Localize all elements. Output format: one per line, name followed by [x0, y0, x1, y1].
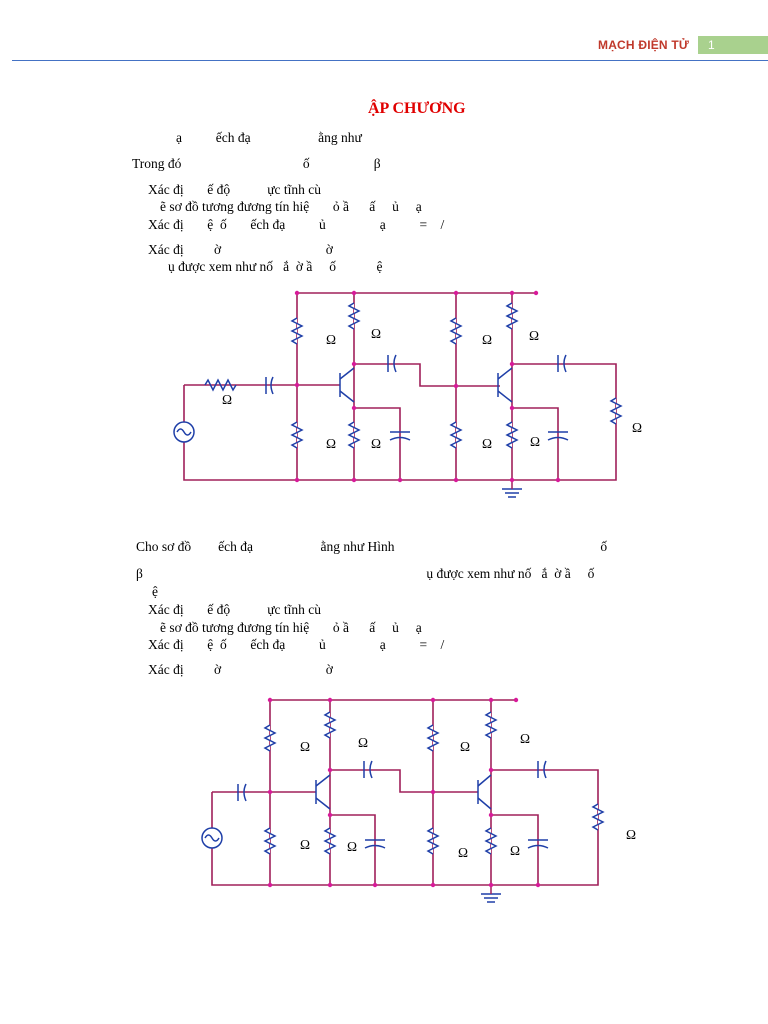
circuit2-nodes: [267, 697, 541, 888]
c2-omega-4: Ω: [520, 731, 531, 746]
c1-omega-10: Ω: [632, 420, 643, 435]
s2-line-6: Xác đị ệ ố ếch đạ ủ ạ = /: [148, 637, 445, 652]
chapter-heading: ẬP CHƯƠNG: [368, 100, 466, 117]
c1-omega-3: Ω: [482, 332, 493, 347]
s2-line-2: β ụ được xem như nố ắ ờ ầ ố: [136, 566, 595, 581]
s2-line-7: Xác đị ờ ờ: [148, 662, 333, 677]
c1-omega-2: Ω: [371, 326, 382, 341]
circuit1-components: [173, 302, 623, 498]
c1-omega-7: Ω: [371, 436, 382, 451]
c1-omega-1: Ω: [326, 332, 337, 347]
circuit1-nodes: [294, 290, 561, 483]
s1-line-4: ẽ sơ đồ tương đương tín hiệ ỏ ầ ấ ủ ạ: [160, 199, 422, 214]
c2-omega-2: Ω: [358, 735, 369, 750]
c1-omega-6: Ω: [326, 436, 337, 451]
c1-omega-8: Ω: [482, 436, 493, 451]
circuit2-components: [201, 711, 605, 903]
c1-omega-4: Ω: [529, 328, 540, 343]
s2-line-5: ẽ sơ đồ tương đương tín hiệ ỏ ầ ấ ủ ạ: [160, 620, 422, 635]
header-title: MẠCH ĐIỆN TỬ: [598, 38, 690, 52]
c1-omega-9: Ω: [530, 434, 541, 449]
s1-line-2: Trong đó ố β: [132, 156, 381, 171]
s2-line-1: Cho sơ đồ ếch đạ ằng như Hình ố: [136, 539, 608, 554]
page-number-box: [698, 36, 768, 54]
c1-omega-5: Ω: [222, 392, 233, 407]
c2-omega-6: Ω: [347, 839, 358, 854]
c2-omega-3: Ω: [460, 739, 471, 754]
c2-omega-1: Ω: [300, 739, 311, 754]
c2-omega-9: Ω: [626, 827, 637, 842]
s1-line-7: ụ được xem như nố ắ ờ ầ ố ệ: [168, 259, 383, 274]
s1-line-1: ạ ếch đạ ằng như: [176, 130, 362, 145]
s2-line-3: ệ: [152, 584, 158, 599]
s2-line-4: Xác đị ế độ ực tĩnh cù: [148, 602, 322, 617]
s1-line-5: Xác đị ệ ố ếch đạ ủ ạ = /: [148, 217, 445, 232]
c2-omega-7: Ω: [458, 845, 469, 860]
s1-line-6: Xác đị ờ ờ: [148, 242, 333, 257]
c2-omega-8: Ω: [510, 843, 521, 858]
header-divider: [12, 60, 768, 61]
c2-omega-5: Ω: [300, 837, 311, 852]
page-number: 1: [708, 38, 715, 52]
s1-line-3: Xác đị ế độ ực tĩnh cù: [148, 182, 322, 197]
